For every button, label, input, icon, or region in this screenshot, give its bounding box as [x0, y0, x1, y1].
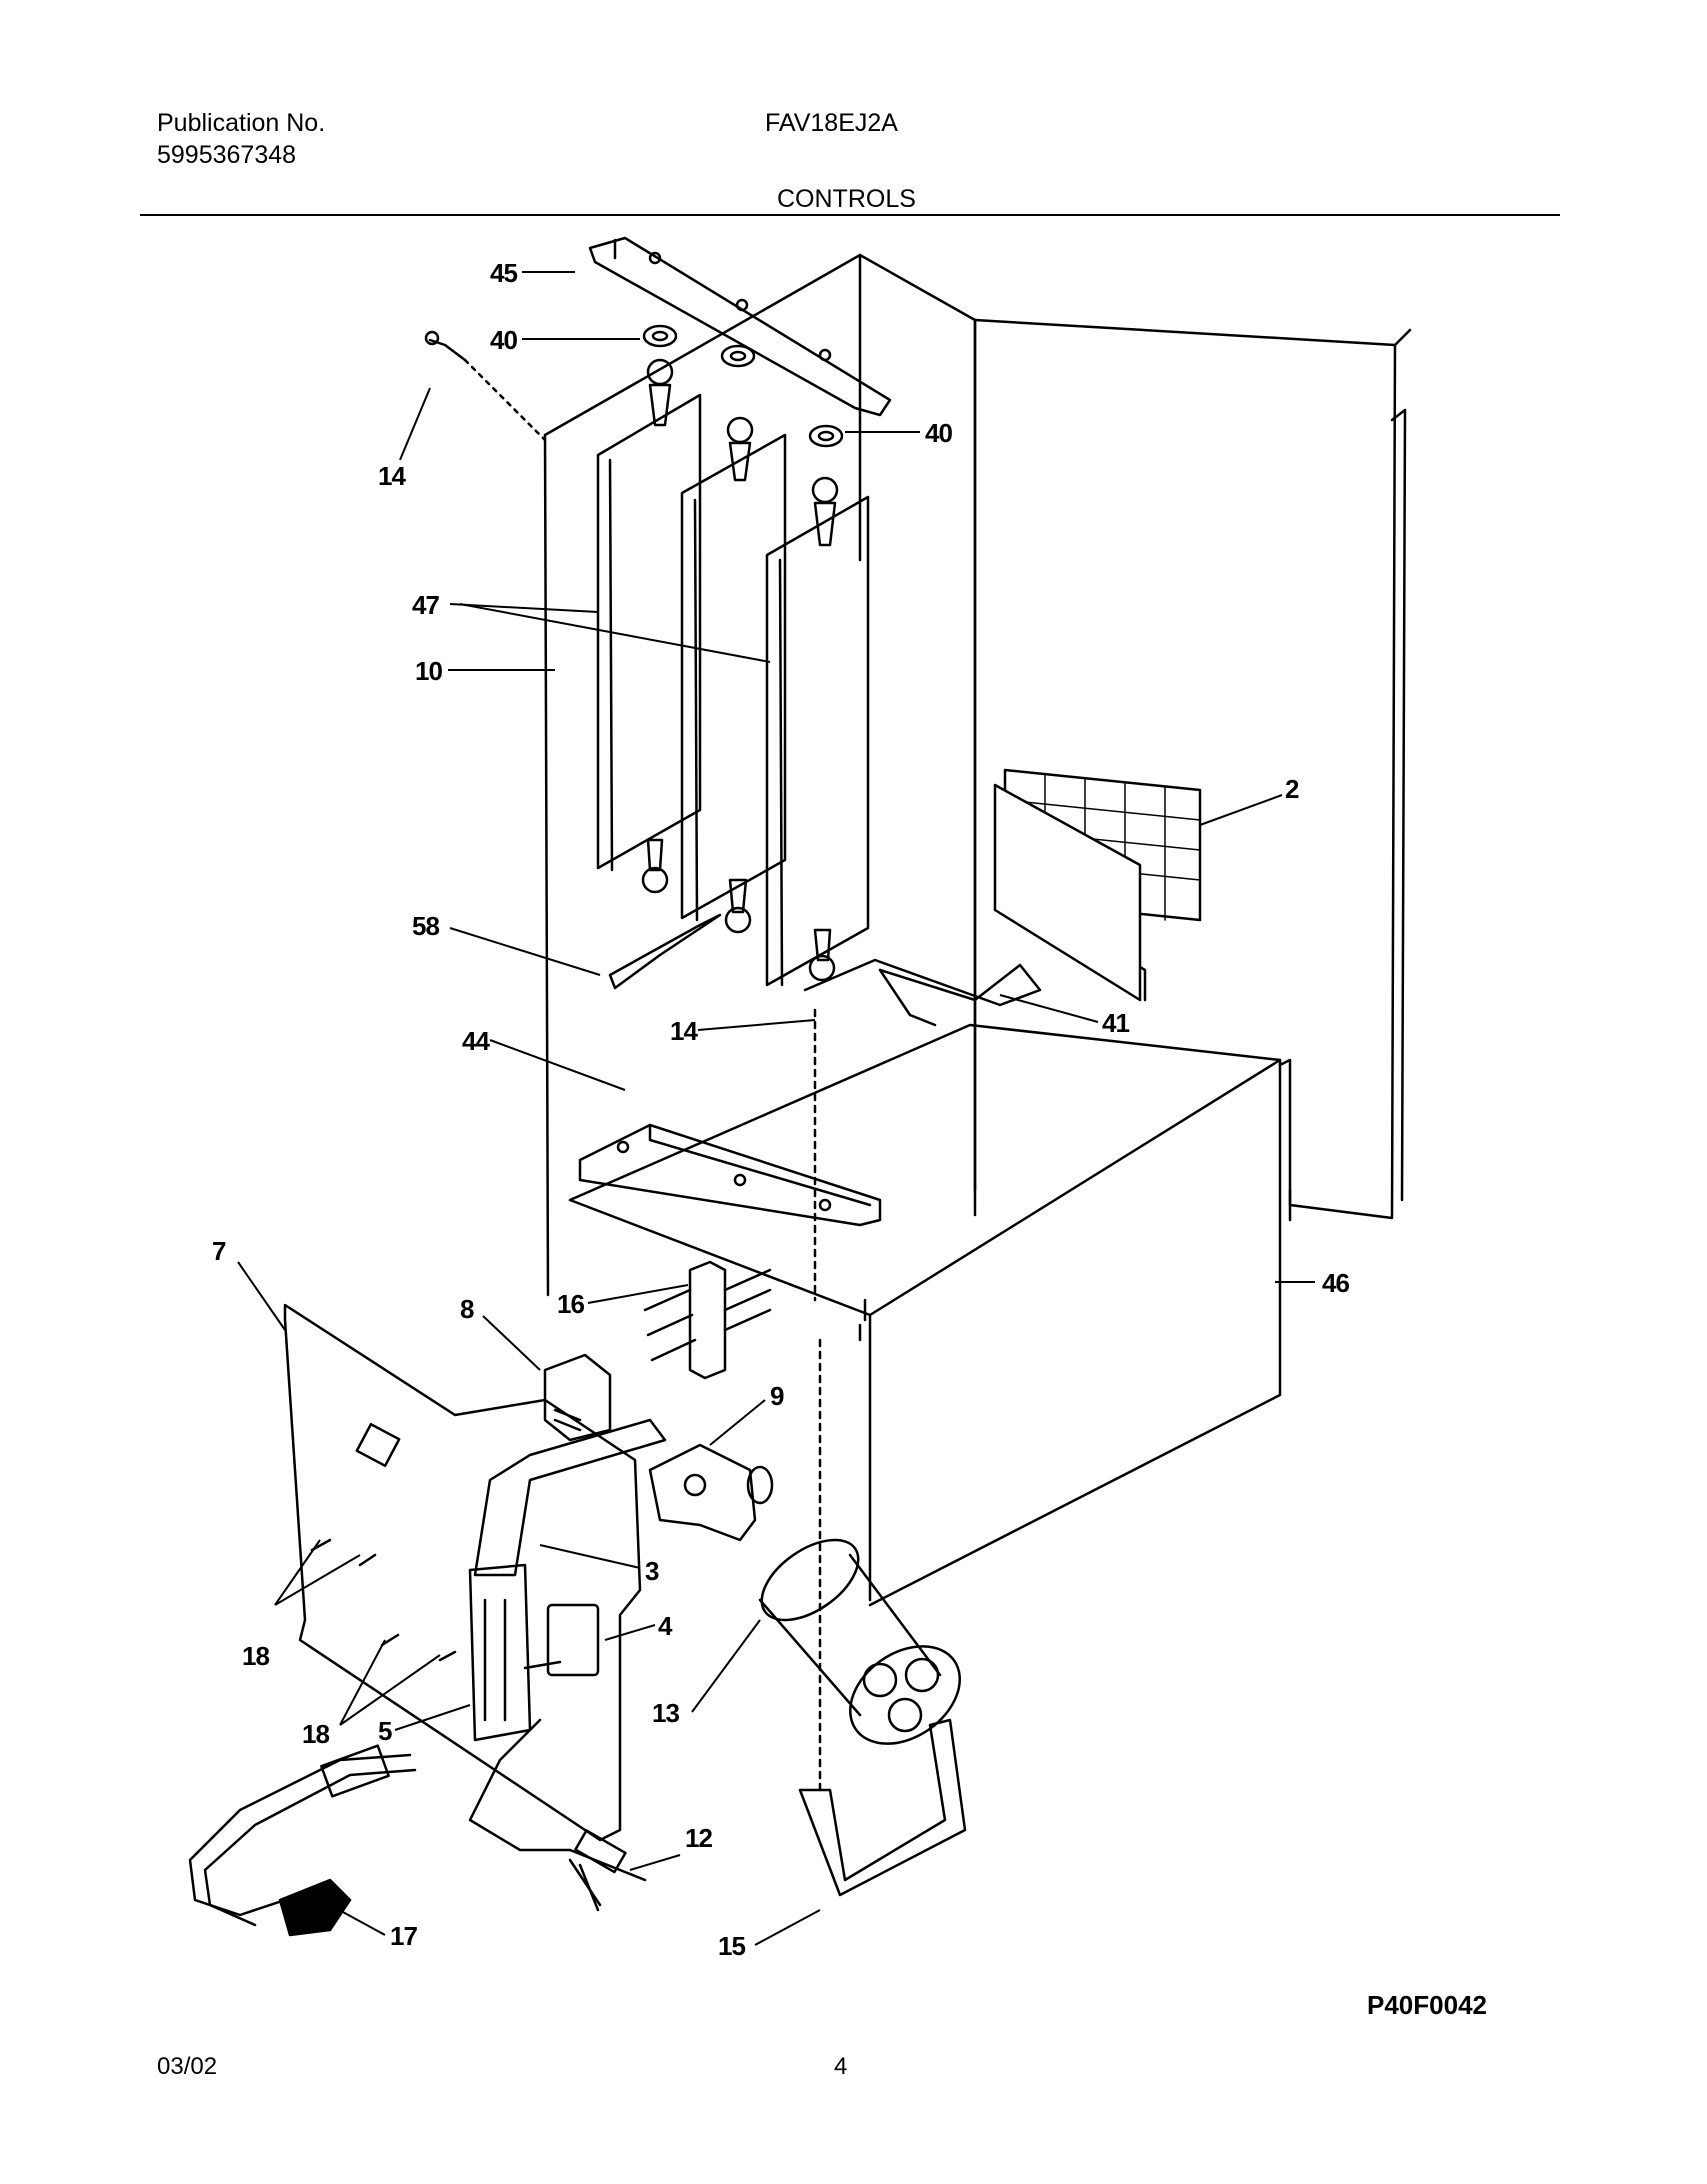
publication-label: Publication No.: [157, 109, 326, 137]
callout-12: 12: [685, 1823, 712, 1853]
callout-18a: 18: [242, 1641, 269, 1671]
publication-date: 03/02: [157, 2053, 218, 2080]
top-cover: [568, 1023, 1282, 1317]
heater-element-1: [596, 358, 702, 894]
bracket-41: [803, 958, 1042, 1007]
bracket-58: [608, 913, 722, 990]
callout-14b: 14: [670, 1016, 698, 1046]
model-number: FAV18EJ2A: [765, 109, 898, 137]
screw-18d: [438, 1650, 457, 1662]
callout-46: 46: [1322, 1268, 1349, 1298]
callout-9: 9: [770, 1381, 784, 1411]
callout-45: 45: [490, 258, 517, 288]
callout-15: 15: [718, 1931, 745, 1961]
callout-16: 16: [557, 1289, 584, 1319]
callout-18b: 18: [302, 1719, 329, 1749]
callout-47: 47: [412, 590, 439, 620]
callout-4: 4: [658, 1611, 673, 1641]
knob-3: [473, 1418, 667, 1577]
figure-code: P40F0042: [1367, 1990, 1487, 2020]
filter-grid: [993, 768, 1202, 1002]
callout-17: 17: [390, 1921, 417, 1951]
washer-40b: [808, 424, 844, 448]
callout-40b: 40: [925, 418, 952, 448]
screw-18b: [358, 1553, 377, 1567]
callout-44: 44: [462, 1026, 490, 1056]
publication-number: 5995367348: [157, 141, 297, 169]
callout-3: 3: [645, 1556, 659, 1586]
capacitor-13: [758, 1538, 961, 1745]
control-panel-7: [283, 1303, 642, 1842]
bracket-5: [468, 1563, 532, 1742]
callout-58: 58: [412, 911, 439, 941]
callout-7: 7: [212, 1236, 226, 1266]
header-rule: [140, 214, 1560, 216]
callout-2: 2: [1285, 774, 1299, 804]
control-housing: [543, 253, 977, 1192]
thermostat-9: [648, 1443, 757, 1542]
callout-41: 41: [1102, 1008, 1129, 1038]
screw-18c: [380, 1633, 400, 1647]
callout-14a: 14: [378, 461, 406, 491]
section-title: CONTROLS: [777, 185, 916, 213]
top-bracket: [588, 236, 892, 417]
washer-40c: [720, 344, 756, 368]
callout-13: 13: [652, 1698, 679, 1728]
screw-14a: [428, 338, 467, 362]
back-panel: [973, 318, 1397, 1220]
heater-element-3: [765, 476, 870, 987]
switch-4: [546, 1603, 600, 1677]
callout-8: 8: [460, 1294, 474, 1324]
callout-40a: 40: [490, 325, 517, 355]
washer-40a: [642, 324, 678, 348]
heater-element-2: [680, 416, 787, 934]
switch-8: [543, 1353, 612, 1442]
callout-5: 5: [378, 1716, 392, 1746]
callout-labels: 45 40 40 14 47 10 2 58 41 14 44 7 46 16 8 9 3 4 18 18 5 13 12 1…: [212, 258, 1350, 1961]
page-number: 4: [834, 2053, 848, 2080]
callout-10: 10: [415, 656, 442, 686]
exploded-parts-diagram: 45 40 40 14 47 10 2 58 41 14 44 7 46 16 8 9 3 4 18 18 5 13 12 1…: [188, 236, 1412, 1961]
relay-16: [688, 1260, 727, 1380]
strap-15: [798, 1718, 967, 1897]
